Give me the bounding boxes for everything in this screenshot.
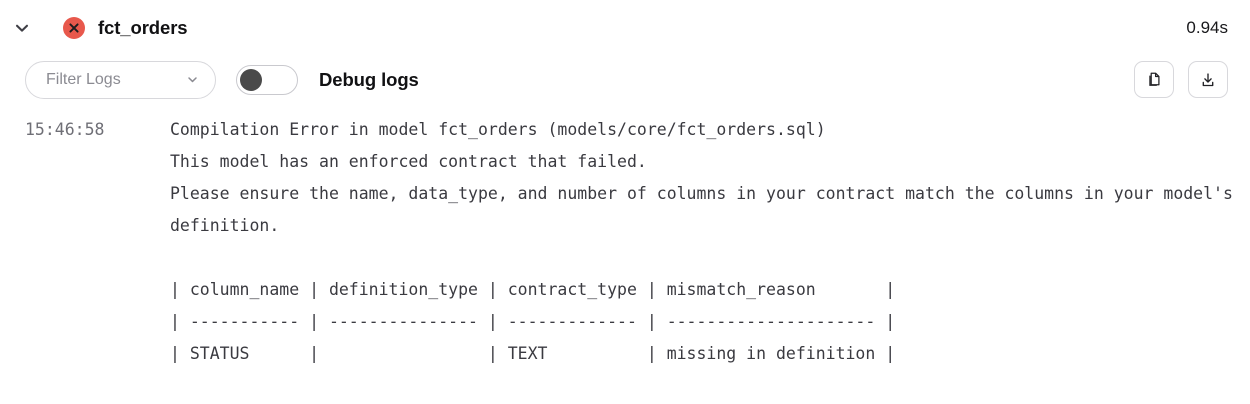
run-duration: 0.94s bbox=[1186, 17, 1228, 37]
page-title: fct_orders bbox=[98, 16, 188, 38]
log-line-table-row: | STATUS | | TEXT | missing in definitio… bbox=[25, 338, 1250, 370]
panel-header: fct_orders 0.94s bbox=[0, 0, 1250, 55]
log-line-table-separator: | ----------- | --------------- | ------… bbox=[25, 306, 1250, 338]
log-output-viewport[interactable]: — — . 15:46:58 Compilation Error in mode… bbox=[0, 104, 1250, 404]
log-line-clipped: — — . bbox=[25, 104, 1250, 114]
log-blank-line bbox=[25, 242, 1250, 274]
filter-logs-select[interactable]: Filter Logs bbox=[25, 60, 216, 99]
filter-logs-placeholder: Filter Logs bbox=[46, 70, 121, 88]
log-line-table-header: | column_name | definition_type | contra… bbox=[25, 274, 1250, 306]
copy-icon bbox=[1145, 71, 1163, 89]
download-icon bbox=[1199, 71, 1217, 89]
log-message: | column_name | definition_type | contra… bbox=[170, 280, 896, 299]
log-toolbar: Filter Logs Debug logs bbox=[0, 55, 1250, 104]
log-line: Please ensure the name, data_type, and n… bbox=[25, 178, 1250, 242]
log-message: Please ensure the name, data_type, and n… bbox=[170, 184, 1243, 235]
log-timestamp: 15:46:58 bbox=[25, 120, 105, 139]
log-line: 15:46:58 Compilation Error in model fct_… bbox=[25, 114, 1250, 146]
log-output: — — . 15:46:58 Compilation Error in mode… bbox=[25, 104, 1250, 370]
debug-logs-toggle[interactable] bbox=[236, 64, 298, 95]
log-message: Compilation Error in model fct_orders (m… bbox=[170, 120, 826, 139]
chevron-down-icon[interactable] bbox=[8, 14, 36, 42]
log-message: This model has an enforced contract that… bbox=[170, 152, 647, 171]
copy-logs-button[interactable] bbox=[1134, 61, 1174, 98]
download-logs-button[interactable] bbox=[1188, 61, 1228, 98]
log-message: — — . bbox=[170, 104, 1250, 114]
error-circle-x-icon bbox=[63, 16, 85, 39]
debug-logs-label: Debug logs bbox=[319, 68, 419, 90]
log-message: | STATUS | | TEXT | missing in definitio… bbox=[170, 344, 896, 363]
log-message: | ----------- | --------------- | ------… bbox=[170, 312, 896, 331]
log-line: This model has an enforced contract that… bbox=[25, 146, 1250, 178]
toggle-knob bbox=[240, 68, 262, 91]
chevron-down-icon bbox=[166, 73, 199, 86]
